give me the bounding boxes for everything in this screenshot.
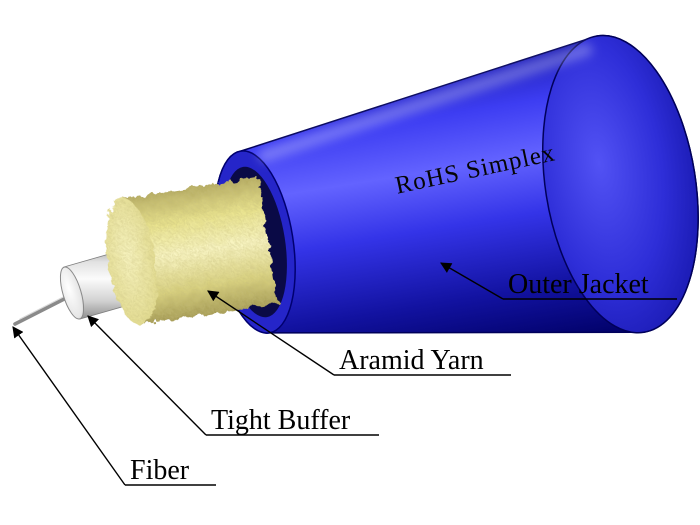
- outer-jacket-cylinder: [214, 34, 699, 334]
- callout-outer-jacket: Outer Jacket: [440, 262, 677, 300]
- label-fiber: Fiber: [130, 455, 190, 486]
- leader-outer-jacket: [440, 262, 504, 300]
- label-aramid-yarn: Aramid Yarn: [339, 345, 484, 376]
- leader-fiber: [12, 326, 126, 486]
- aramid-yarn-cap-texture: [105, 198, 158, 325]
- callout-fiber: Fiber: [12, 326, 216, 486]
- label-tight-buffer: Tight Buffer: [211, 405, 351, 436]
- outer-jacket-end-cap: [541, 34, 699, 334]
- aramid-yarn-cylinder: [105, 176, 278, 325]
- callout-aramid-yarn: Aramid Yarn: [207, 290, 511, 376]
- tight-buffer-end-cap: [59, 266, 85, 320]
- callout-tight-buffer: Tight Buffer: [87, 315, 379, 436]
- outer-jacket-highlight: [258, 43, 593, 162]
- aramid-yarn-body-texture: [121, 176, 278, 325]
- leader-aramid-yarn: [207, 290, 335, 376]
- leader-tight-buffer: [87, 315, 207, 436]
- label-outer-jacket: Outer Jacket: [508, 269, 649, 300]
